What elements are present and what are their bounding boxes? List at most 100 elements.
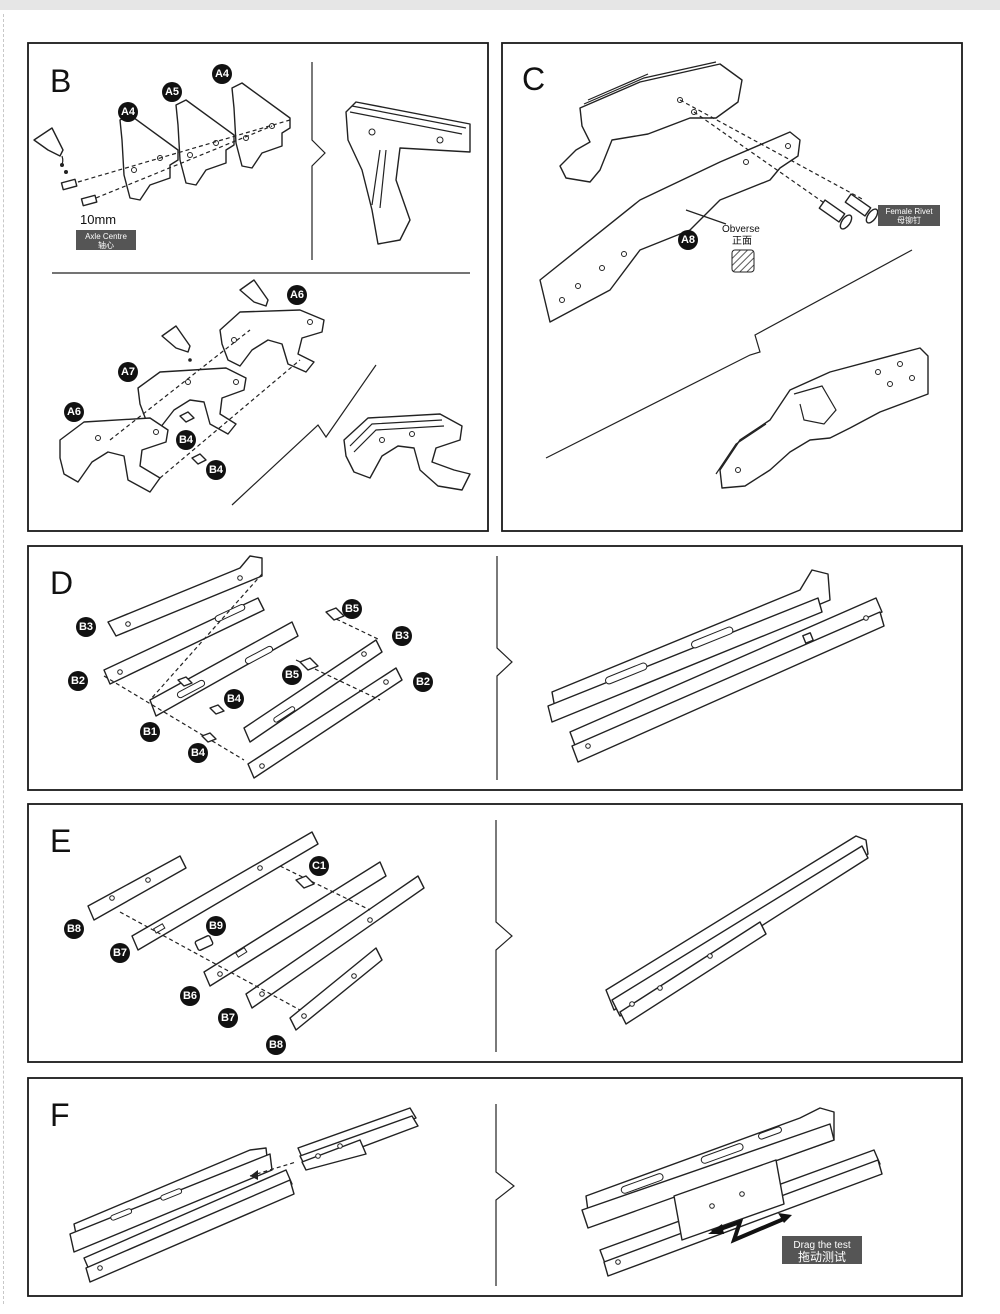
part-label-badge: A6 bbox=[64, 402, 84, 422]
svg-text:A6: A6 bbox=[290, 289, 304, 301]
part-a5 bbox=[175, 99, 235, 186]
part-label-badge: B6 bbox=[180, 986, 200, 1006]
panel-e: E B8 B7 bbox=[27, 803, 963, 1063]
part-label-badge: B3 bbox=[392, 626, 412, 646]
panel-d-divider bbox=[496, 556, 513, 780]
svg-text:A8: A8 bbox=[681, 234, 695, 246]
svg-text:B2: B2 bbox=[71, 675, 85, 687]
svg-text:B8: B8 bbox=[269, 1039, 283, 1051]
rail-b7-right bbox=[245, 875, 425, 1009]
svg-text:B2: B2 bbox=[416, 676, 430, 688]
female-rivet-tag-en: Female Rivet bbox=[885, 207, 933, 216]
step-letter-c: C bbox=[522, 61, 545, 97]
axle-centre-tag bbox=[76, 230, 136, 250]
assembly-guide-line bbox=[159, 359, 301, 479]
assembled-grip bbox=[715, 347, 929, 489]
part-hammer-assembly bbox=[559, 61, 743, 183]
rail-frame-left bbox=[69, 1147, 295, 1283]
part-label-badge: B3 bbox=[76, 617, 96, 637]
part-label-badge: A7 bbox=[118, 362, 138, 382]
part-label-badge: B4 bbox=[224, 689, 244, 709]
assembled-trigger-part bbox=[343, 413, 471, 491]
arrow-icon bbox=[250, 1170, 258, 1180]
svg-text:A6: A6 bbox=[67, 406, 81, 418]
slide-module bbox=[297, 1107, 419, 1171]
drag-test-tag-en: Drag the test bbox=[793, 1240, 850, 1251]
step-letter-f: F bbox=[50, 1097, 70, 1133]
part-label-badge: C1 bbox=[309, 856, 329, 876]
cut-guide-line bbox=[3, 14, 4, 1304]
svg-text:B7: B7 bbox=[113, 947, 127, 959]
panel-e-frame bbox=[27, 803, 963, 1063]
connector-b4 bbox=[191, 453, 207, 465]
drag-test-tag-cn: 拖动测试 bbox=[798, 1249, 846, 1264]
rail-b3-left bbox=[107, 555, 263, 637]
svg-text:B3: B3 bbox=[395, 630, 409, 642]
assembly-guide-line bbox=[693, 111, 841, 215]
part-label-badge: B5 bbox=[342, 599, 362, 619]
axle-centre-tag-en: Axle Centre bbox=[85, 232, 127, 241]
connector-b5 bbox=[299, 657, 319, 671]
top-bar bbox=[0, 0, 1000, 10]
assembled-slide bbox=[605, 835, 869, 1025]
panel-f-frame bbox=[27, 1077, 963, 1297]
svg-text:B8: B8 bbox=[67, 923, 81, 935]
svg-text:B6: B6 bbox=[183, 990, 197, 1002]
obverse-hatch-icon bbox=[731, 249, 755, 273]
svg-text:B1: B1 bbox=[143, 726, 157, 738]
panel-b-divider-vertical bbox=[311, 62, 326, 260]
assembled-rail-set bbox=[547, 569, 885, 763]
step-letter-d: D bbox=[50, 565, 73, 601]
axle-piece bbox=[60, 178, 78, 191]
assembly-guide-line bbox=[77, 119, 291, 183]
rail-b8-left bbox=[87, 855, 187, 921]
connector-b4 bbox=[179, 411, 195, 423]
svg-text:B5: B5 bbox=[285, 669, 299, 681]
panel-b-frame bbox=[27, 42, 489, 532]
part-label-badge: A4 bbox=[118, 102, 138, 122]
svg-text:B4: B4 bbox=[191, 747, 206, 759]
panel-f: F bbox=[27, 1077, 963, 1297]
part-label-badge: B2 bbox=[68, 671, 88, 691]
part-label-badge: A4 bbox=[212, 64, 232, 84]
rail-b8-right bbox=[289, 947, 383, 1031]
assembly-guide-line bbox=[109, 329, 251, 441]
obverse-label-en: Obverse bbox=[722, 224, 760, 235]
obverse-label-cn: 正面 bbox=[732, 236, 752, 247]
svg-text:B3: B3 bbox=[79, 621, 93, 633]
part-label-badge: B7 bbox=[218, 1008, 238, 1028]
connector-b4 bbox=[209, 704, 225, 715]
step-letter-e: E bbox=[50, 823, 71, 859]
obverse-pointer bbox=[685, 209, 727, 225]
assembly-guide-line bbox=[119, 911, 301, 1011]
panel-c-divider-diagonal bbox=[545, 249, 913, 459]
drag-arrow-icon bbox=[708, 1213, 792, 1244]
part-label-badge: B4 bbox=[206, 460, 226, 480]
step-letter-b: B bbox=[50, 63, 71, 99]
part-label-badge: B4 bbox=[188, 743, 208, 763]
axle-centre-tag-cn: 轴心 bbox=[98, 240, 114, 250]
part-label-badge: B2 bbox=[413, 672, 433, 692]
svg-text:A5: A5 bbox=[165, 86, 179, 98]
part-label-badge: B1 bbox=[140, 722, 160, 742]
panel-b-divider-diagonal bbox=[231, 364, 377, 506]
assembled-hammer-part bbox=[345, 101, 471, 245]
female-rivet-piece bbox=[844, 193, 879, 224]
panel-d: D bbox=[27, 545, 963, 791]
rail-b2-right bbox=[247, 667, 403, 779]
svg-text:B4: B4 bbox=[209, 464, 224, 476]
part-a8 bbox=[539, 131, 801, 323]
svg-text:A7: A7 bbox=[121, 366, 135, 378]
part-label-badge: B8 bbox=[64, 919, 84, 939]
part-label-badge: B4 bbox=[176, 430, 196, 450]
rail-b1-right bbox=[243, 639, 383, 743]
axle-length-label: 10mm bbox=[80, 212, 116, 227]
part-label-badge: B7 bbox=[110, 943, 130, 963]
part-label-badge: B8 bbox=[266, 1035, 286, 1055]
rail-b6 bbox=[203, 861, 387, 987]
connector-b4 bbox=[201, 732, 217, 743]
assembly-guide-line bbox=[279, 865, 371, 911]
svg-text:B9: B9 bbox=[209, 920, 223, 932]
connector-c1 bbox=[295, 875, 315, 889]
